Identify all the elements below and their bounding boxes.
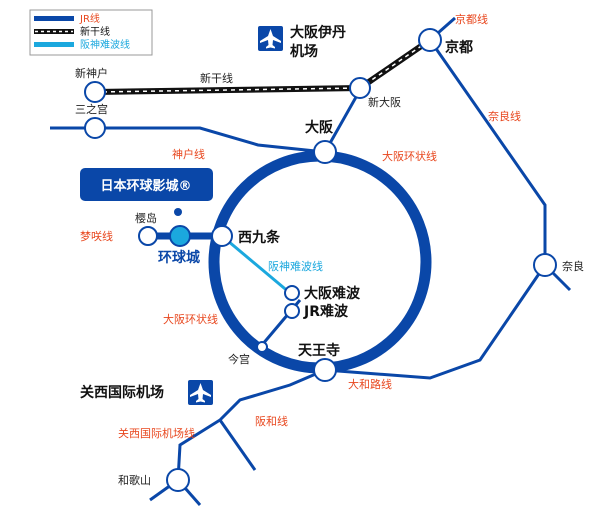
station-imamiya-marker[interactable] — [256, 341, 268, 353]
legend-jr-swatch — [34, 16, 74, 21]
station-sannomiya-marker[interactable] — [84, 117, 106, 139]
station-wakayama-marker[interactable] — [166, 468, 190, 492]
line-shinkansen-label: 新干线 — [200, 71, 233, 85]
station-sakurajima-marker[interactable] — [138, 226, 158, 246]
station-shin-kobe-label: 新神户 — [75, 66, 108, 80]
hanwa-line — [176, 368, 326, 481]
airplane-icon — [258, 26, 283, 51]
station-nara-label: 奈良 — [562, 259, 584, 273]
station-kyoto-label: 京都 — [445, 39, 473, 56]
line-nara-label: 奈良线 — [488, 109, 521, 123]
usj-dot — [174, 208, 182, 216]
station-osaka-namba-marker[interactable] — [284, 285, 300, 301]
station-tennoji-label: 天王寺 — [298, 343, 340, 359]
line-hanshin-namba-label: 阪神难波线 — [268, 259, 323, 273]
station-sakurajima-label: 樱岛 — [135, 211, 157, 225]
line-kobe-label: 神户线 — [172, 147, 205, 161]
legend-shinkansen-label: 新干线 — [80, 25, 110, 38]
stations — [84, 28, 557, 492]
yamatoji-line — [324, 264, 547, 380]
station-nishikujo-label: 西九条 — [238, 229, 281, 246]
station-osaka-namba-label: 大阪难波 — [304, 285, 361, 302]
airplane-icon — [188, 380, 213, 405]
line-osaka-loop-label-left: 大阪环状线 — [163, 312, 218, 326]
station-shin-osaka-label: 新大阪 — [368, 95, 401, 109]
kobe-line — [95, 126, 326, 154]
station-shin-osaka-marker[interactable] — [349, 77, 371, 99]
airport-itami-name-suffix: 机场 — [290, 43, 318, 60]
usj[interactable]: 日本环球影城® — [80, 168, 213, 216]
station-tennoji-marker[interactable] — [313, 358, 337, 382]
line-hanwa-label: 阪和线 — [255, 414, 288, 428]
legend-hanshin-label: 阪神难波线 — [80, 38, 130, 51]
station-jr-namba-label: JR难波 — [303, 303, 349, 320]
airport-itami-name: 大阪伊丹 — [290, 24, 346, 41]
hanshin-namba-line — [221, 234, 291, 295]
line-osaka-loop-label-right: 大阪环状线 — [382, 149, 437, 163]
station-kyoto-marker[interactable] — [418, 28, 442, 52]
line-yumesaki-label: 梦咲线 — [80, 229, 113, 243]
usj-label: 日本环球影城® — [100, 178, 191, 194]
legend-jr-label: JR线 — [79, 12, 100, 25]
station-nara-marker[interactable] — [533, 253, 557, 277]
nara-line-north — [428, 39, 547, 265]
line-kyoto-label: 京都线 — [455, 12, 488, 26]
usj-box[interactable] — [80, 168, 213, 201]
legend: JR线 新干线 阪神难波线 — [29, 9, 153, 56]
station-sannomiya-label: 三之宫 — [75, 102, 108, 116]
station-jr-namba-marker[interactable] — [284, 303, 300, 319]
airport-kansai-name: 关西国际机场 — [80, 384, 164, 401]
legend-hanshin-swatch — [34, 42, 74, 47]
station-universal-city-marker[interactable] — [169, 225, 191, 247]
line-yamatoji-label: 大和路线 — [348, 377, 392, 391]
station-osaka-marker[interactable] — [313, 140, 337, 164]
station-wakayama-label: 和歌山 — [118, 473, 151, 487]
line-kansai-airport-label: 关西国际机场线 — [118, 426, 195, 440]
station-universal-city-label: 环球城 — [158, 249, 200, 266]
kansai-airport-line — [218, 419, 257, 471]
station-imamiya-label: 今宫 — [228, 352, 250, 366]
station-osaka-label: 大阪 — [305, 119, 334, 136]
station-nishikujo-marker[interactable] — [211, 225, 233, 247]
station-shin-kobe-marker[interactable] — [84, 81, 106, 103]
